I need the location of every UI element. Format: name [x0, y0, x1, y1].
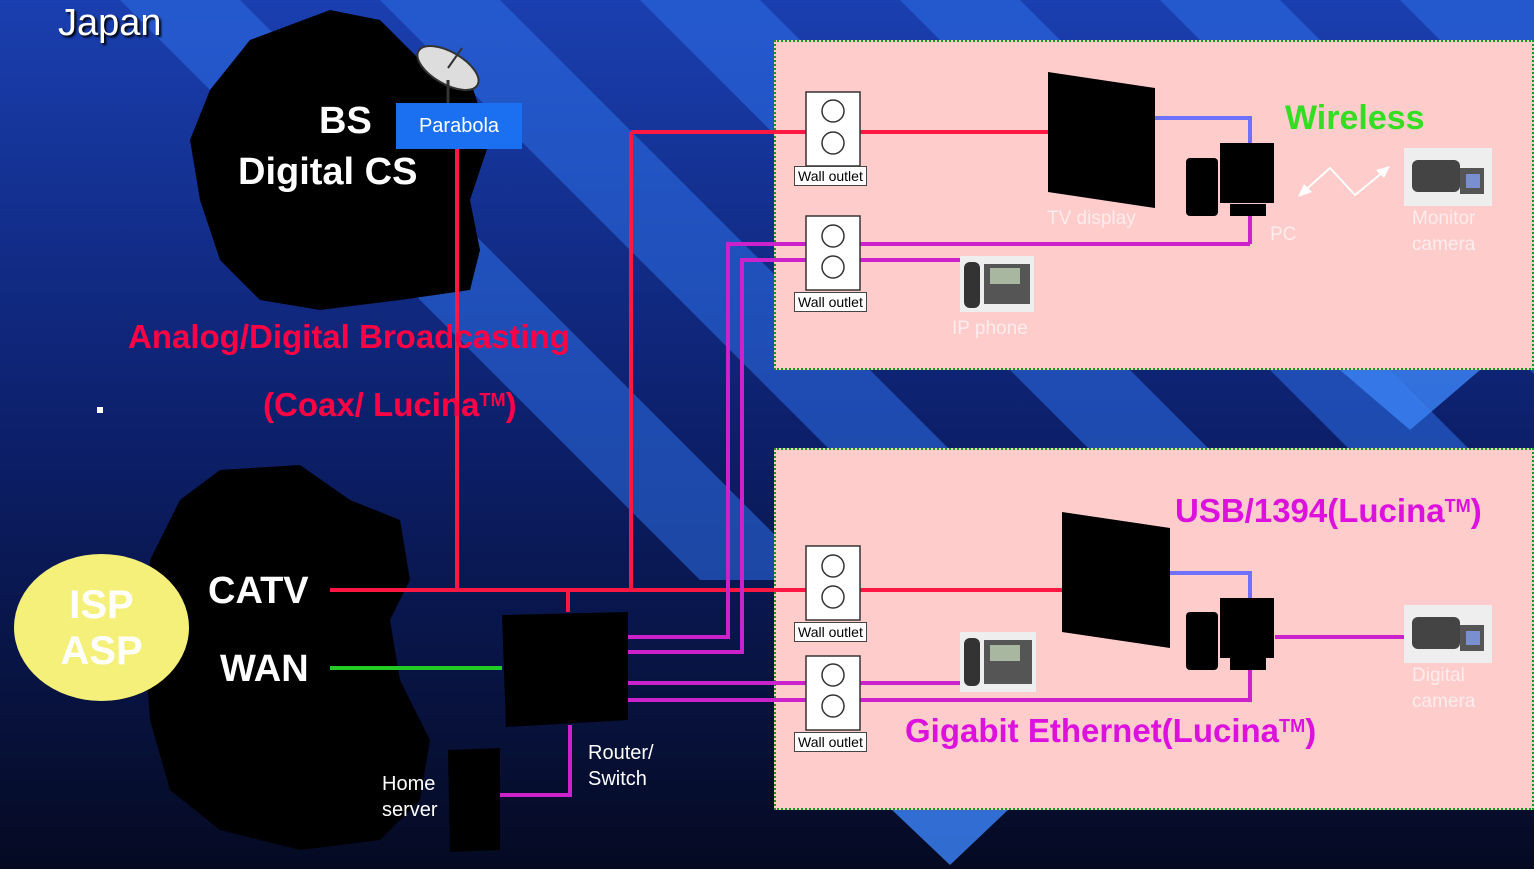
digital-cs-label: Digital CS	[238, 151, 417, 194]
tm-mark: TM	[1279, 716, 1305, 736]
tv-display-upper	[1048, 72, 1155, 208]
region-label: Japan	[58, 2, 162, 45]
digital-camera-line1: Digital	[1412, 665, 1465, 686]
analog-digital-broadcasting-label: Analog/Digital Broadcasting	[128, 318, 570, 356]
gigabit-ethernet-close: )	[1305, 712, 1316, 749]
coax-lucina-label: (Coax/ LucinaTM)	[263, 386, 517, 424]
router-switch-device	[502, 612, 628, 727]
bullet-dot	[97, 407, 103, 413]
digital-camera-label: Digital camera	[1412, 663, 1475, 715]
digital-camera-icon	[1404, 605, 1492, 663]
wall-outlet-label: Wall outlet	[794, 622, 867, 642]
router-label-line1: Router/	[588, 742, 654, 764]
isp-label: ISP	[69, 583, 133, 627]
wireless-signal-icon	[1300, 168, 1388, 195]
home-server-line2: server	[382, 799, 438, 821]
wireless-label: Wireless	[1285, 99, 1425, 138]
monitor-camera-line1: Monitor	[1412, 208, 1475, 229]
bs-label: BS	[319, 100, 372, 143]
router-label-line2: Switch	[588, 768, 647, 790]
coax-lucina-close: )	[506, 386, 517, 423]
pc-label: PC	[1270, 222, 1296, 248]
catv-label: CATV	[208, 570, 309, 613]
tv-display-label: TV display	[1047, 206, 1136, 232]
isp-asp-ellipse: ISP ASP	[14, 554, 189, 701]
usb-1394-close: )	[1471, 492, 1482, 529]
monitor-camera-label: Monitor camera	[1412, 206, 1475, 258]
wall-outlet-label: Wall outlet	[794, 292, 867, 312]
monitor-camera-line2: camera	[1412, 234, 1475, 255]
tm-mark: TM	[1445, 496, 1471, 516]
pc-lower-icon	[1186, 598, 1274, 670]
tv-display-lower	[1062, 512, 1170, 648]
usb-1394-label: USB/1394(LucinaTM)	[1175, 492, 1482, 530]
wall-outlet-label: Wall outlet	[794, 166, 867, 186]
ip-phone-lower-icon	[960, 632, 1036, 692]
ip-phone-upper-icon	[960, 256, 1034, 312]
wall-outlet-label: Wall outlet	[794, 732, 867, 752]
coax-lucina-text: (Coax/ Lucina	[263, 386, 479, 423]
ip-phone-label: IP phone	[952, 316, 1028, 342]
tm-mark: TM	[479, 390, 505, 410]
router-switch-label: Router/ Switch	[588, 740, 654, 792]
home-server-line1: Home	[382, 773, 435, 795]
home-server-label: Home server	[382, 771, 438, 823]
home-server-device	[448, 748, 500, 852]
parabola-label: Parabola	[396, 103, 522, 149]
usb-1394-text: USB/1394(Lucina	[1175, 492, 1445, 529]
digital-camera-line2: camera	[1412, 691, 1475, 712]
asp-label: ASP	[60, 629, 142, 673]
pc-upper-icon	[1186, 143, 1274, 216]
gigabit-ethernet-text: Gigabit Ethernet(Lucina	[905, 712, 1279, 749]
gigabit-ethernet-label: Gigabit Ethernet(LucinaTM)	[905, 712, 1316, 750]
isp-asp-label: ISP ASP	[14, 582, 189, 674]
monitor-camera-icon	[1404, 148, 1492, 206]
wan-label: WAN	[220, 648, 309, 691]
